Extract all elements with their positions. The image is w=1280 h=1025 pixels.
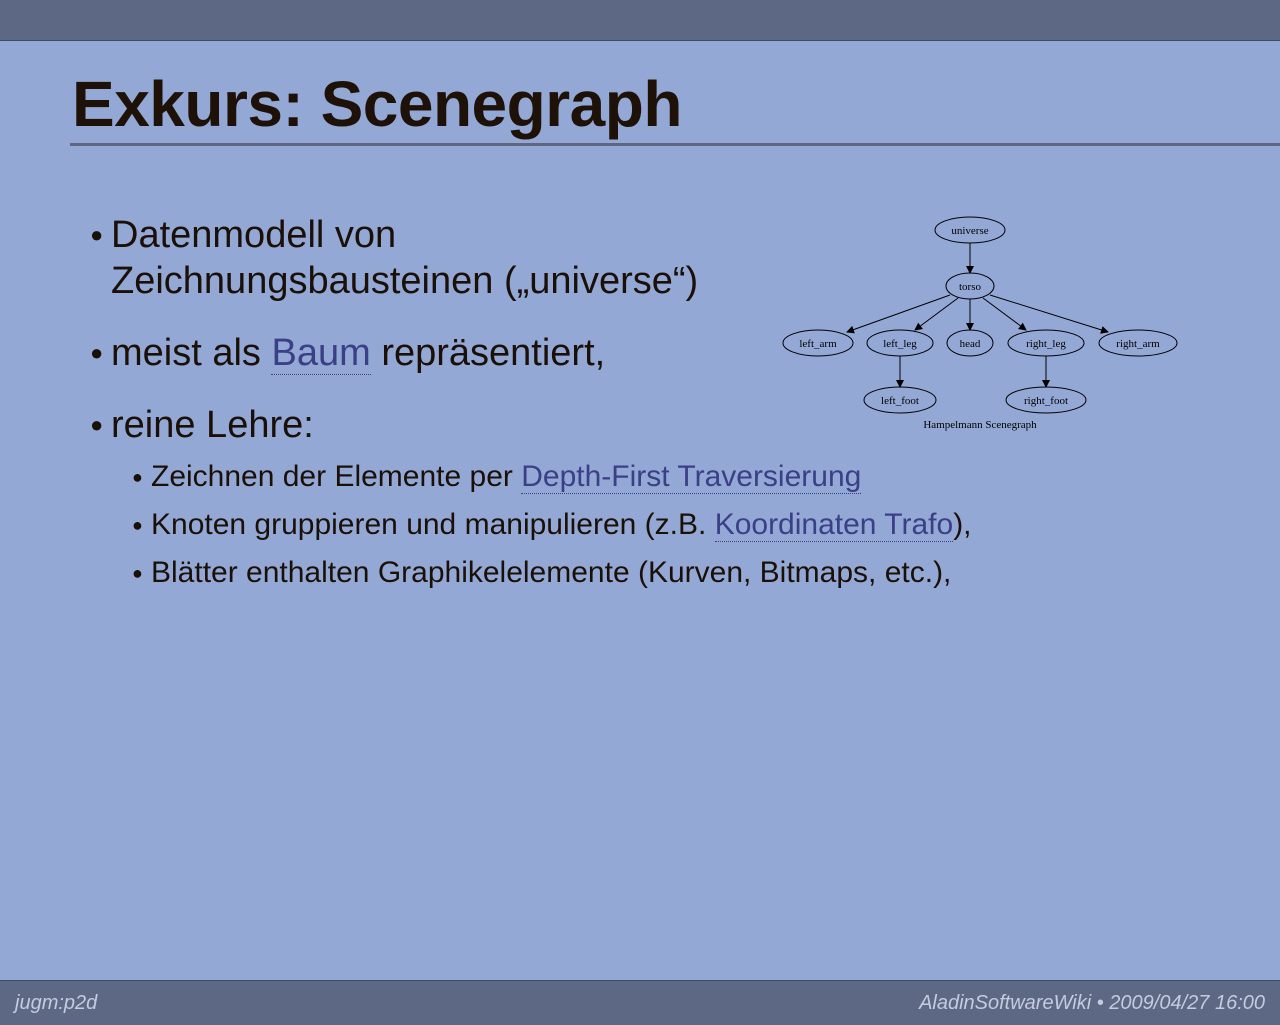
bullet-dot: ● bbox=[90, 222, 104, 247]
bullet-dot: ● bbox=[132, 515, 143, 535]
sub-bullet-knoten-pre: Knoten gruppieren und manipulieren (z.B. bbox=[151, 508, 715, 541]
footer-left-text: jugm:p2d bbox=[15, 992, 98, 1014]
edge-torso-left-leg bbox=[914, 297, 959, 331]
node-left-arm-shape bbox=[782, 329, 854, 357]
node-left-leg-label: left_leg bbox=[883, 338, 917, 350]
bullet-datenmodell-line2: Zeichnungsbausteinen („universe“) bbox=[111, 260, 699, 302]
koordinaten-trafo-link[interactable]: Koordinaten Trafo bbox=[714, 508, 954, 542]
bullet-datenmodell: ● Datenmodell von Zeichnungsbausteinen (… bbox=[90, 212, 790, 304]
edge-torso-left-arm bbox=[846, 294, 951, 334]
node-right-leg-label: right_leg bbox=[1026, 338, 1066, 350]
node-left-foot-label: left_foot bbox=[881, 395, 919, 407]
footer-right-text: AladinSoftwareWiki • 2009/04/27 16:00 bbox=[919, 992, 1265, 1014]
bullet-dot: ● bbox=[132, 467, 143, 487]
footer-bar: jugm:p2d AladinSoftwareWiki • 2009/04/27… bbox=[0, 980, 1280, 1025]
bullet-list: ● Datenmodell von Zeichnungsbausteinen (… bbox=[90, 212, 790, 474]
bullet-dot: ● bbox=[90, 340, 104, 365]
bullet-reine-lehre-text: reine Lehre: bbox=[111, 404, 314, 446]
sub-bullet-knoten-post: ), bbox=[953, 508, 972, 541]
title-divider bbox=[70, 143, 1280, 146]
sub-bullet-zeichnen: ● Zeichnen der Elemente per Depth-First … bbox=[132, 457, 1132, 497]
bullet-datenmodell-line1: Datenmodell von bbox=[111, 214, 397, 256]
node-right-leg-shape bbox=[1007, 329, 1085, 357]
sub-bullet-blaetter: ● Blätter enthalten Graphikelelemente (K… bbox=[132, 553, 1132, 593]
node-right-arm-shape bbox=[1098, 329, 1178, 357]
node-torso-label: torso bbox=[959, 281, 982, 293]
sub-bullet-list: ● Zeichnen der Elemente per Depth-First … bbox=[132, 457, 1132, 601]
bullet-baum-post: repräsentiert, bbox=[370, 332, 606, 374]
node-head-label: head bbox=[960, 338, 981, 350]
bullet-reine-lehre: ● reine Lehre: bbox=[90, 402, 790, 448]
sub-bullet-zeichnen-pre: Zeichnen der Elemente per bbox=[151, 460, 522, 493]
node-universe-shape bbox=[934, 216, 1006, 244]
bullet-baum-pre: meist als bbox=[111, 332, 272, 374]
bullet-dot: ● bbox=[90, 412, 104, 437]
node-torso-shape bbox=[945, 272, 995, 300]
node-right-foot-shape bbox=[1005, 386, 1087, 414]
depth-first-link[interactable]: Depth-First Traversierung bbox=[521, 460, 862, 494]
slide-title: Exkurs: Scenegraph bbox=[72, 68, 682, 140]
node-right-arm-label: right_arm bbox=[1116, 338, 1160, 350]
baum-link[interactable]: Baum bbox=[271, 332, 371, 375]
node-right-foot-label: right_foot bbox=[1024, 395, 1068, 407]
scenegraph-caption: Hampelmann Scenegraph bbox=[923, 419, 1037, 431]
edge-torso-right-leg bbox=[982, 297, 1027, 331]
node-head-shape bbox=[946, 329, 994, 357]
top-bar bbox=[0, 0, 1280, 41]
node-left-foot-shape bbox=[863, 386, 937, 414]
scenegraph-diagram: universe torso left_arm left_leg head ri… bbox=[782, 216, 1178, 431]
bullet-dot: ● bbox=[132, 563, 143, 583]
node-left-arm-label: left_arm bbox=[799, 338, 837, 350]
node-left-leg-shape bbox=[866, 329, 934, 357]
sub-bullet-knoten: ● Knoten gruppieren und manipulieren (z.… bbox=[132, 505, 1132, 545]
node-universe-label: universe bbox=[951, 225, 988, 237]
edge-torso-right-arm bbox=[989, 294, 1109, 334]
sub-bullet-blaetter-text: Blätter enthalten Graphikelelemente (Kur… bbox=[151, 556, 952, 589]
bullet-baum: ● meist als Baum repräsentiert, bbox=[90, 330, 790, 376]
